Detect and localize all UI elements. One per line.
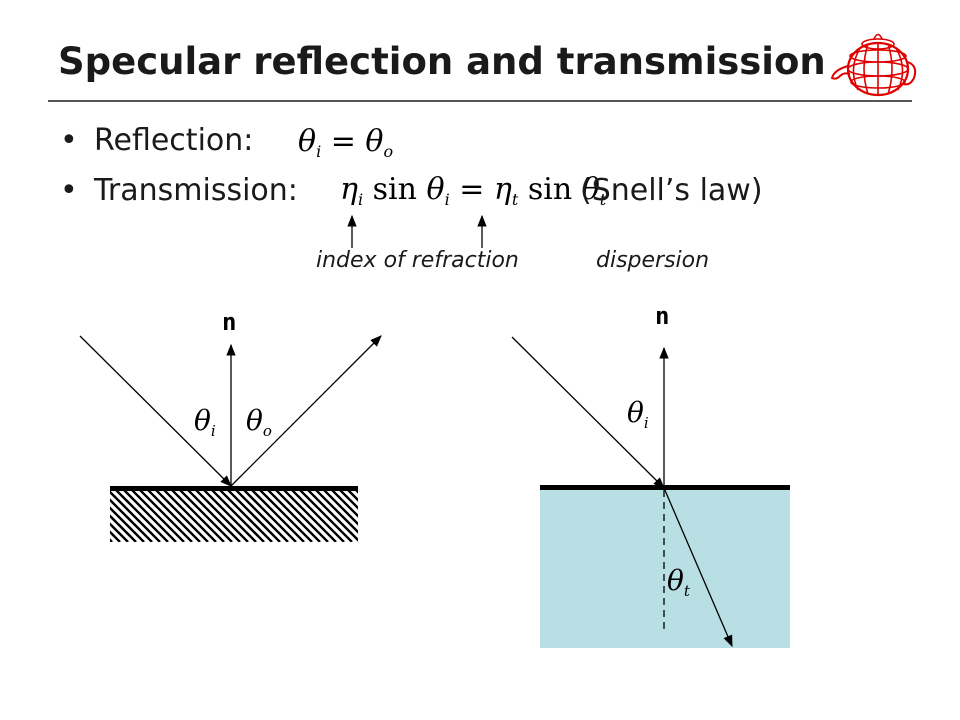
hatch-line bbox=[171, 490, 225, 542]
hatch-line bbox=[315, 490, 358, 534]
hatch-line bbox=[163, 490, 217, 542]
index-of-refraction-note: index of refraction bbox=[316, 248, 519, 273]
reflection-diagram: n θi θo bbox=[79, 308, 424, 542]
transmission-diagram: n θi θt bbox=[511, 302, 790, 648]
hatch-line bbox=[131, 490, 185, 542]
hatch-line bbox=[307, 490, 358, 542]
normal-label: n bbox=[222, 308, 236, 336]
title-underline bbox=[48, 100, 912, 102]
hatch-line bbox=[211, 490, 265, 542]
hatch-line bbox=[219, 490, 273, 542]
interface-surface bbox=[540, 485, 790, 490]
hatch-line bbox=[110, 514, 137, 542]
hatch-line bbox=[110, 498, 153, 542]
hatch-line bbox=[235, 490, 289, 542]
bullet-reflection: • Reflection: bbox=[60, 123, 253, 158]
mirror-surface bbox=[110, 486, 358, 491]
hatch-line bbox=[147, 490, 201, 542]
normal-label: n bbox=[655, 302, 669, 330]
refracted-ray bbox=[663, 487, 733, 648]
hatch-line bbox=[110, 490, 161, 542]
water-medium bbox=[540, 488, 790, 648]
slide-title: Specular reflection and transmission bbox=[58, 40, 826, 83]
dispersion-note: dispersion bbox=[596, 248, 710, 273]
bullet-transmission: • Transmission: bbox=[60, 173, 298, 208]
hatch-line bbox=[115, 490, 169, 542]
hatch-line bbox=[267, 490, 321, 542]
hatch-line bbox=[347, 490, 358, 502]
reflected-ray bbox=[230, 335, 382, 487]
hatch-line bbox=[323, 490, 358, 526]
mirror-hatching bbox=[110, 490, 424, 542]
hatch-line bbox=[283, 490, 337, 542]
teapot-logo-icon bbox=[830, 33, 917, 97]
hatch-line bbox=[110, 530, 121, 542]
hatch-line bbox=[139, 490, 193, 542]
bullet-dot-icon: • bbox=[60, 123, 78, 158]
snell-formula: ηi sin θi = ηt sin θt bbox=[340, 172, 607, 209]
theta-i-label: θi bbox=[627, 396, 649, 432]
hatch-line bbox=[291, 490, 345, 542]
hatch-line bbox=[355, 490, 358, 494]
hatch-line bbox=[364, 490, 416, 542]
hatch-line bbox=[243, 490, 297, 542]
hatch-line bbox=[275, 490, 329, 542]
hatch-line bbox=[203, 490, 257, 542]
hatch-line bbox=[110, 506, 145, 542]
hatch-line bbox=[299, 490, 353, 542]
hatch-line bbox=[259, 490, 313, 542]
hatch-line bbox=[195, 490, 249, 542]
reflection-label: Reflection: bbox=[94, 123, 254, 158]
hatch-line bbox=[110, 522, 129, 542]
hatch-line bbox=[155, 490, 209, 542]
hatch-line bbox=[227, 490, 281, 542]
hatch-line bbox=[339, 490, 358, 510]
reflection-formula: θi = θo bbox=[298, 124, 394, 161]
hatch-line bbox=[179, 490, 233, 542]
hatch-line bbox=[372, 490, 424, 542]
transmission-label: Transmission: bbox=[94, 173, 298, 208]
hatch-line bbox=[123, 490, 177, 542]
incident-ray bbox=[79, 335, 232, 487]
hatch-line bbox=[331, 490, 358, 518]
theta-t-label: θt bbox=[667, 564, 691, 600]
theta-i-label: θi bbox=[194, 404, 216, 440]
snells-law-note: (Snell’s law) bbox=[580, 173, 763, 208]
bullet-dot-icon: • bbox=[60, 173, 78, 208]
hatch-line bbox=[251, 490, 305, 542]
theta-o-label: θo bbox=[246, 404, 272, 440]
hatch-line bbox=[110, 538, 113, 542]
incident-ray bbox=[511, 336, 665, 489]
hatch-line bbox=[187, 490, 241, 542]
